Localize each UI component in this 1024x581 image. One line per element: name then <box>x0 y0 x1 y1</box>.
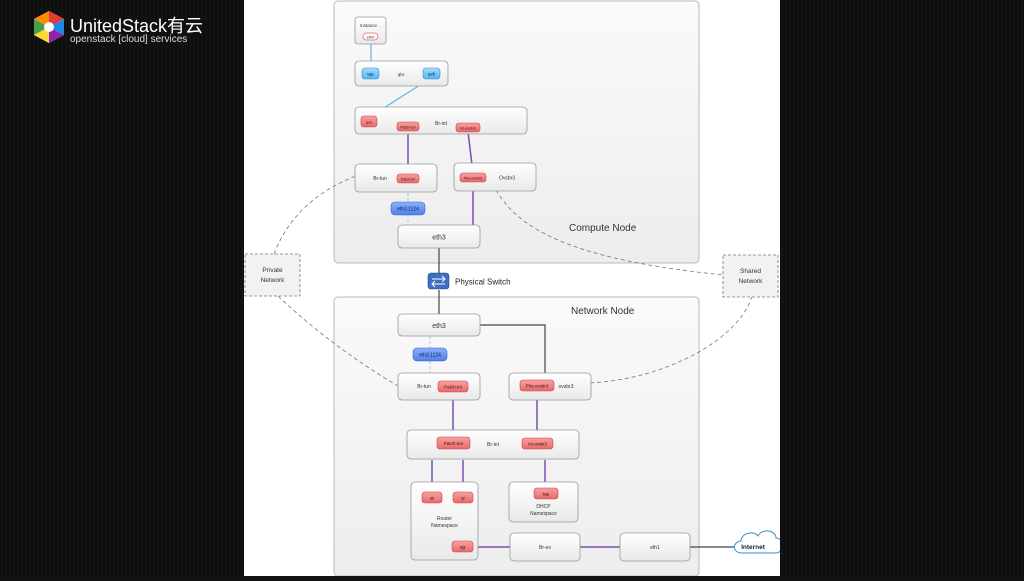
left-background-panel <box>0 0 244 576</box>
compute-br-int-label: Br-int <box>435 121 448 127</box>
unitedstack-logo-icon <box>34 11 64 43</box>
network-patch-int-port: Patch-int <box>444 385 463 390</box>
network-br-int: Patch-tun Br-int Int-ovsbr3 <box>406 429 580 460</box>
shared-network-box: Shared Network <box>722 254 779 298</box>
dhcp-namespace-line2: Namespace <box>530 511 557 517</box>
private-network-line2: Network <box>261 277 286 284</box>
internet-cloud: Internet <box>733 530 783 554</box>
dashed-links <box>273 175 753 387</box>
dhcp-namespace: tap DHCP Namespace <box>508 481 579 523</box>
network-diagram: Compute Node Network Node <box>244 0 783 577</box>
shared-network-line2: Network <box>739 278 764 285</box>
compute-eth3-label: eth3 <box>432 235 446 242</box>
brand-title: UnitedStack有云 <box>70 16 204 36</box>
network-br-tun-label: Br-tun <box>417 384 431 390</box>
network-ovsbr3: Phy-ovsbr3 ovsbr3 <box>508 372 592 401</box>
network-node-label: Network Node <box>571 306 635 317</box>
network-patch-tun-port: Patch-tun <box>444 441 464 446</box>
network-phy-ovsbr3-port: Phy-ovsbr3 <box>526 384 549 389</box>
dhcp-namespace-line1: DHCP <box>536 504 551 510</box>
brand-subtitle: openstack [cloud] services <box>70 34 188 45</box>
physical-switch-label: Physical Switch <box>455 278 511 287</box>
network-br-int-label: Br-int <box>487 442 500 448</box>
dhcp-tap-port: tap <box>543 492 550 497</box>
network-ovsbr3-label: ovsbr3 <box>558 384 573 390</box>
physical-switch-icon <box>427 272 450 290</box>
br-ex-bridge: Br-ex <box>509 532 581 562</box>
brand-logo: UnitedStack有云 openstack [cloud] services <box>32 10 232 50</box>
compute-ovsbr3: Phy-ovsbr3 Ovsbr3 <box>453 162 537 192</box>
compute-br-tun: Br-tun Patch-int <box>354 163 438 193</box>
router-qg-port: qg <box>460 545 466 550</box>
qbr-tap-port: tap <box>367 72 374 77</box>
private-network-line1: Private <box>262 267 283 274</box>
qbr-bridge: tap qbr qvb <box>354 60 449 87</box>
instance-label: Instance <box>360 23 378 28</box>
private-network-box: Private Network <box>244 253 301 297</box>
qbr-label: qbr <box>398 72 405 77</box>
router-namespace: qr qr Router Namespace qg <box>410 481 479 561</box>
router-qr-port-2: qr <box>461 496 466 501</box>
instance-eth0-port: eth0 <box>367 34 376 39</box>
network-eth3: eth3 <box>397 313 481 337</box>
compute-qvo-port: qvo <box>366 120 373 125</box>
qbr-qvb-port: qvb <box>428 72 436 77</box>
router-namespace-line1: Router <box>437 516 452 522</box>
network-eth3-1124-label: eth3.1124 <box>419 353 441 359</box>
compute-br-int: qvo Patch-tun Br-int Int-ovsbr3 <box>354 106 528 135</box>
shared-network-line1: Shared <box>740 268 761 275</box>
router-namespace-line2: Namespace <box>431 523 458 529</box>
compute-br-tun-label: Br-tun <box>373 176 387 182</box>
compute-phy-ovsbr3-port: Phy-ovsbr3 <box>464 176 482 180</box>
router-qr-port-1: qr <box>430 496 435 501</box>
diagram-slide: Compute Node Network Node <box>244 0 783 577</box>
internet-label: Internet <box>741 544 766 551</box>
compute-eth3-1124-label: eth3.1124 <box>397 207 419 213</box>
compute-patch-int-port: Patch-int <box>401 177 415 181</box>
compute-patch-tun-port: Patch-tun <box>400 125 415 129</box>
network-br-tun: Br-tun Patch-int <box>397 372 481 401</box>
physical-switch: Physical Switch <box>427 272 511 290</box>
eth1-interface: eth1 <box>619 532 691 562</box>
compute-node-label: Compute Node <box>569 223 637 234</box>
compute-eth3: eth3 <box>397 224 481 249</box>
network-int-ovsbr3-port: Int-ovsbr3 <box>528 442 547 447</box>
compute-int-ovsbr3-port: Int-ovsbr3 <box>460 126 476 130</box>
network-eth3-label: eth3 <box>432 323 446 330</box>
eth1-label: eth1 <box>650 545 660 551</box>
compute-ovsbr3-label: Ovsbr3 <box>499 176 515 182</box>
network-eth3-1124: eth3.1124 <box>412 347 448 362</box>
instance-box: Instance eth0 <box>354 16 387 45</box>
compute-eth3-1124: eth3.1124 <box>390 201 426 216</box>
right-background-panel <box>780 0 1024 576</box>
br-ex-label: Br-ex <box>539 545 551 551</box>
